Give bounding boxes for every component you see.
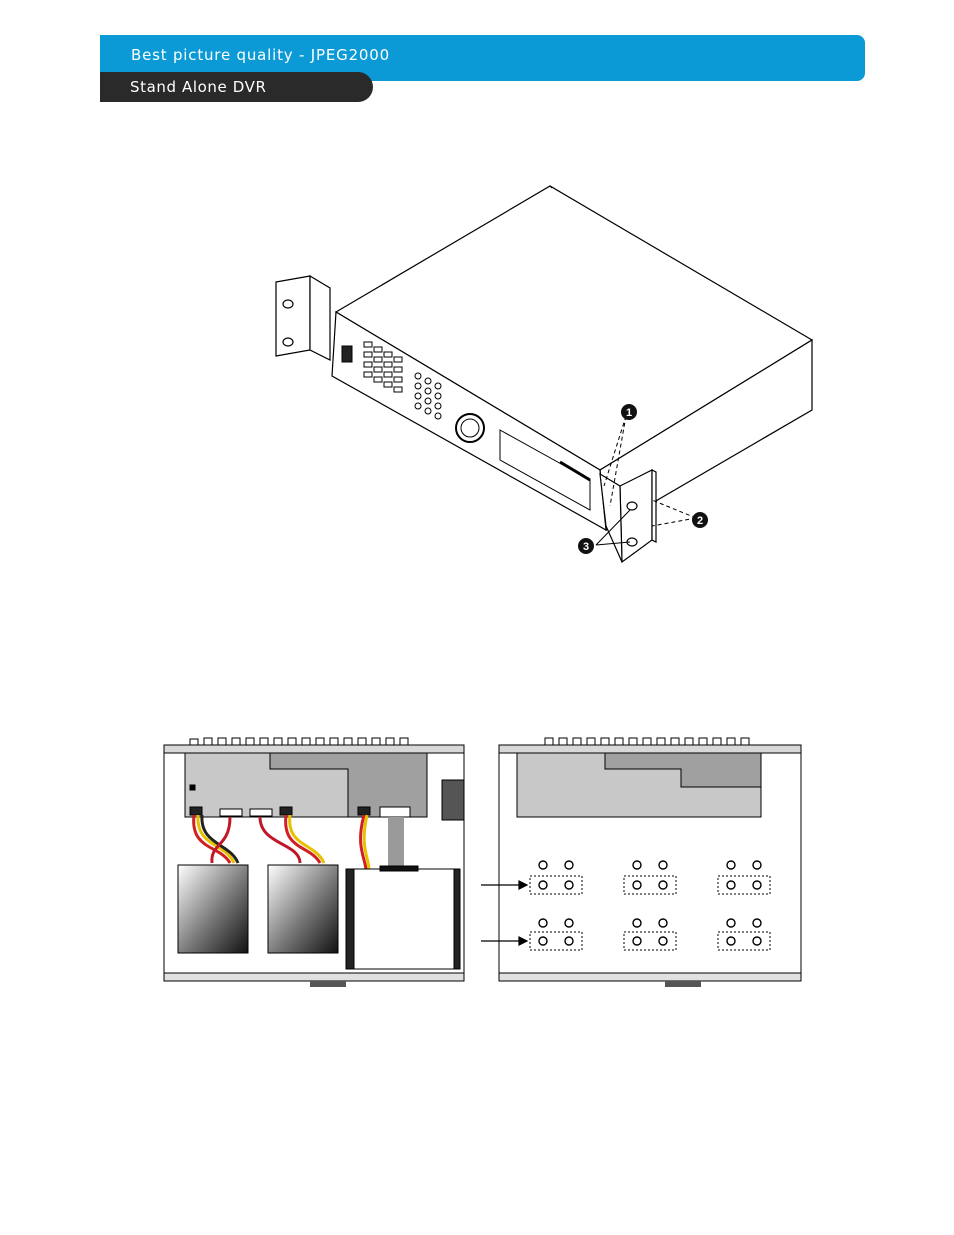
- top-view-mounting-holes: [475, 735, 805, 990]
- svg-text:2: 2: [697, 515, 703, 527]
- page-title: Best picture quality - JPEG2000: [131, 46, 390, 64]
- rear-connectors: [190, 738, 408, 745]
- page-subtitle: Stand Alone DVR: [130, 78, 266, 96]
- mainboard: [185, 753, 427, 817]
- hdd-drives: [178, 865, 460, 969]
- rear-connectors: [545, 738, 749, 745]
- mainboard: [517, 753, 761, 817]
- top-view-with-drives: [160, 735, 470, 990]
- callout-2: 2: [692, 512, 708, 528]
- callout-1: 1: [621, 404, 637, 420]
- right-bracket: [600, 470, 656, 562]
- callout-3: 3: [578, 538, 594, 554]
- svg-text:1: 1: [626, 407, 632, 419]
- rack-mount-figure: 1 2 3: [260, 180, 830, 580]
- svg-text:3: 3: [583, 541, 589, 553]
- left-bracket: [276, 276, 330, 360]
